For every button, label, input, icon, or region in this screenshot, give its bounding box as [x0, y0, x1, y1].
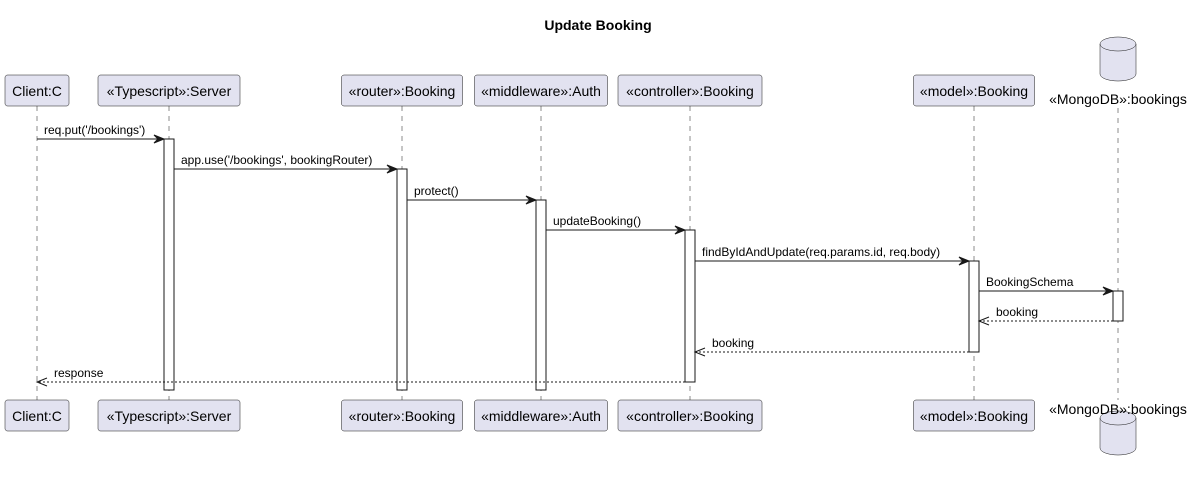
- message-8: booking: [693, 336, 969, 357]
- participant-label: «router»:Booking: [349, 408, 456, 424]
- message-label: booking: [712, 336, 754, 350]
- participant-router-top: «router»:Booking: [341, 74, 463, 107]
- participant-box: [474, 74, 608, 107]
- arrowhead: [35, 377, 48, 387]
- participant-db-top: «MongoDB»:bookings: [1049, 36, 1187, 107]
- activation-db: [1112, 290, 1124, 322]
- participant-model-bottom: «model»:Booking: [913, 399, 1035, 432]
- message-3: protect(): [407, 184, 538, 205]
- participant-controller-bottom: «controller»:Booking: [617, 399, 763, 432]
- participant-box: [913, 399, 1035, 432]
- participant-label: Client:C: [12, 83, 62, 99]
- participant-model-top: «model»:Booking: [913, 74, 1035, 107]
- message-6: BookingSchema: [979, 275, 1115, 296]
- message-7: booking: [977, 305, 1113, 326]
- participant-auth-bottom: «middleware»:Auth: [474, 399, 608, 432]
- participant-label: «model»:Booking: [920, 83, 1028, 99]
- arrowhead: [1102, 286, 1115, 296]
- database-icon: [1099, 410, 1137, 456]
- activation-controller: [684, 229, 696, 383]
- message-label: app.use('/bookings', bookingRouter): [181, 153, 372, 167]
- participant-label: «MongoDB»:bookings: [1049, 401, 1187, 417]
- participant-box: [474, 399, 608, 432]
- activation-server: [163, 138, 175, 391]
- diagram-title: Update Booking: [544, 17, 651, 33]
- arrowhead: [386, 164, 399, 174]
- message-9: response: [35, 366, 685, 387]
- participant-label: «model»:Booking: [920, 408, 1028, 424]
- participant-label: «controller»:Booking: [626, 83, 754, 99]
- arrowhead: [525, 195, 538, 205]
- database-icon: [1099, 36, 1137, 82]
- message-label: BookingSchema: [986, 275, 1074, 289]
- participant-client-top: Client:C: [4, 74, 70, 107]
- participant-label: «MongoDB»:bookings: [1049, 91, 1187, 107]
- database-icon-rim: [1099, 43, 1137, 52]
- arrowhead: [153, 134, 166, 144]
- participant-auth-top: «middleware»:Auth: [474, 74, 608, 107]
- activation-router: [396, 168, 408, 391]
- arrowhead: [977, 316, 990, 326]
- message-label: req.put('/bookings'): [44, 123, 145, 137]
- participant-box: [4, 399, 70, 432]
- participant-label: «middleware»:Auth: [481, 408, 601, 424]
- message-label: protect(): [414, 184, 459, 198]
- participant-box: [913, 74, 1035, 107]
- participant-db-bottom: «MongoDB»:bookings: [1049, 401, 1187, 456]
- participant-label: «router»:Booking: [349, 83, 456, 99]
- arrowhead: [693, 347, 706, 357]
- participant-box: [4, 74, 70, 107]
- arrowhead: [674, 225, 687, 235]
- message-2: app.use('/bookings', bookingRouter): [174, 153, 399, 174]
- arrowhead: [958, 256, 971, 266]
- database-icon-rim: [1099, 417, 1137, 426]
- message-label: findByIdAndUpdate(req.params.id, req.bod…: [702, 245, 940, 259]
- participant-box: [617, 399, 763, 432]
- participant-label: «controller»:Booking: [626, 408, 754, 424]
- participant-box: [617, 74, 763, 107]
- participant-box: [341, 74, 463, 107]
- participant-box: [341, 399, 463, 432]
- participant-label: Client:C: [12, 408, 62, 424]
- participant-client-bottom: Client:C: [4, 399, 70, 432]
- participant-controller-top: «controller»:Booking: [617, 74, 763, 107]
- participant-box: [97, 74, 241, 107]
- message-5: findByIdAndUpdate(req.params.id, req.bod…: [695, 245, 971, 266]
- message-label: booking: [996, 305, 1038, 319]
- message-label: response: [54, 366, 104, 380]
- participant-label: «middleware»:Auth: [481, 83, 601, 99]
- message-4: updateBooking(): [546, 214, 687, 235]
- message-label: updateBooking(): [553, 214, 641, 228]
- participant-server-bottom: «Typescript»:Server: [97, 399, 241, 432]
- participant-router-bottom: «router»:Booking: [341, 399, 463, 432]
- message-1: req.put('/bookings'): [37, 123, 166, 144]
- activation-model: [968, 260, 980, 353]
- participant-label: «Typescript»:Server: [107, 408, 232, 424]
- participant-label: «Typescript»:Server: [107, 83, 232, 99]
- participant-server-top: «Typescript»:Server: [97, 74, 241, 107]
- participant-box: [97, 399, 241, 432]
- activation-auth: [535, 199, 547, 391]
